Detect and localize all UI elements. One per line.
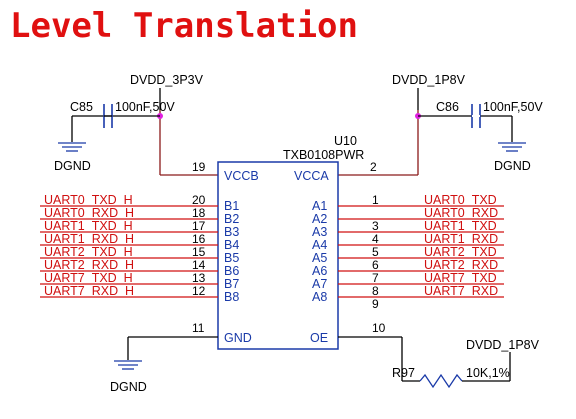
pin-number-b1: 20 — [192, 193, 206, 207]
gnd-pin-name: GND — [224, 331, 252, 345]
pin-name-b8: B8 — [224, 290, 239, 304]
pin-number-a8: 9 — [372, 297, 379, 311]
pin-number-a5: 6 — [372, 258, 379, 272]
r97-value: 10K,1% — [466, 366, 510, 380]
net-label-a3: UART1_TXD — [424, 219, 497, 233]
right-rail-label: DVDD_1P8V — [392, 73, 466, 87]
net-label-a1: UART0_TXD — [424, 193, 497, 207]
gnd-pin-number: 11 — [192, 321, 205, 335]
net-label-b5: UART2_TXD_H — [44, 245, 133, 259]
pin-number-b3: 17 — [192, 219, 206, 233]
net-label-b1: UART0_TXD_H — [44, 193, 133, 207]
pin-name-b2: B2 — [224, 212, 239, 226]
pin-number-b2: 18 — [192, 206, 206, 220]
pin-name-a3: A3 — [312, 225, 327, 239]
c86-gnd-label: DGND — [494, 159, 531, 173]
pin-name-b1: B1 — [224, 199, 239, 213]
left-rail-label: DVDD_3P3V — [130, 73, 204, 87]
pin-name-a2: A2 — [312, 212, 327, 226]
pin-number-a7: 8 — [372, 284, 379, 298]
vccb-pin-number: 19 — [192, 160, 206, 174]
pin-number-a1: 1 — [372, 193, 379, 207]
pin-number-b7: 13 — [192, 271, 206, 285]
vccb-pin-name: VCCB — [224, 169, 259, 183]
pin-name-b7: B7 — [224, 277, 239, 291]
oe-pin-number: 10 — [372, 321, 386, 335]
pin-name-a5: A5 — [312, 251, 327, 265]
net-label-a2: UART0_RXD — [424, 206, 498, 220]
pin-number-a4: 5 — [372, 245, 379, 259]
pin-name-a8: A8 — [312, 290, 327, 304]
net-label-b8: UART7_RXD_H — [44, 284, 134, 298]
c85-gnd-label: DGND — [54, 159, 91, 173]
net-label-b3: UART1_TXD_H — [44, 219, 133, 233]
pin-number-a6: 7 — [372, 271, 379, 285]
ic-body — [217, 161, 339, 350]
pin-name-b6: B6 — [224, 264, 239, 278]
pin-name-a4: A4 — [312, 238, 327, 252]
pin-name-a7: A7 — [312, 277, 327, 291]
pin-number-b5: 15 — [192, 245, 206, 259]
pin-number-b4: 16 — [192, 232, 206, 246]
net-label-a5: UART2_TXD — [424, 245, 497, 259]
pin-number-b8: 12 — [192, 284, 206, 298]
r97-ref: R97 — [392, 366, 415, 380]
pin-number-b6: 14 — [192, 258, 206, 272]
net-label-b7: UART7_TXD_H — [44, 271, 133, 285]
c86-ref: C86 — [436, 100, 459, 114]
net-label-a6: UART2_RXD — [424, 258, 498, 272]
ground-symbol-ic — [114, 360, 142, 370]
pin-name-b3: B3 — [224, 225, 239, 239]
net-label-b4: UART1_RXD_H — [44, 232, 134, 246]
oe-rail-label: DVDD_1P8V — [466, 338, 540, 352]
c85-value: 100nF,50V — [115, 100, 175, 114]
diagram-title: Level Translation — [10, 6, 358, 46]
net-label-a7: UART7_TXD — [424, 271, 497, 285]
oe-pin-name: OE — [310, 331, 328, 345]
ic-part-number: TXB0108PWR — [283, 148, 364, 162]
net-label-a8: UART7_RXD — [424, 284, 498, 298]
pin-name-b4: B4 — [224, 238, 239, 252]
net-label-a4: UART1_RXD — [424, 232, 498, 246]
vcca-pin-number: 2 — [370, 160, 377, 174]
pin-name-b5: B5 — [224, 251, 239, 265]
vcca-pin-name: VCCA — [294, 169, 329, 183]
c86-value: 100nF,50V — [483, 100, 543, 114]
pin-number-a2: 3 — [372, 219, 379, 233]
c85-ref: C85 — [70, 100, 93, 114]
resistor-r97 — [419, 373, 463, 389]
pin-name-a6: A6 — [312, 264, 327, 278]
ic-gnd-label: DGND — [110, 380, 147, 394]
net-label-b2: UART0_RXD_H — [44, 206, 134, 220]
net-label-b6: UART2_RXD_H — [44, 258, 134, 272]
pin-name-a1: A1 — [312, 199, 327, 213]
ground-symbol-c85 — [58, 142, 86, 152]
pin-number-a3: 4 — [372, 232, 379, 246]
ground-symbol-c86 — [498, 142, 526, 152]
ic-ref: U10 — [334, 134, 357, 148]
